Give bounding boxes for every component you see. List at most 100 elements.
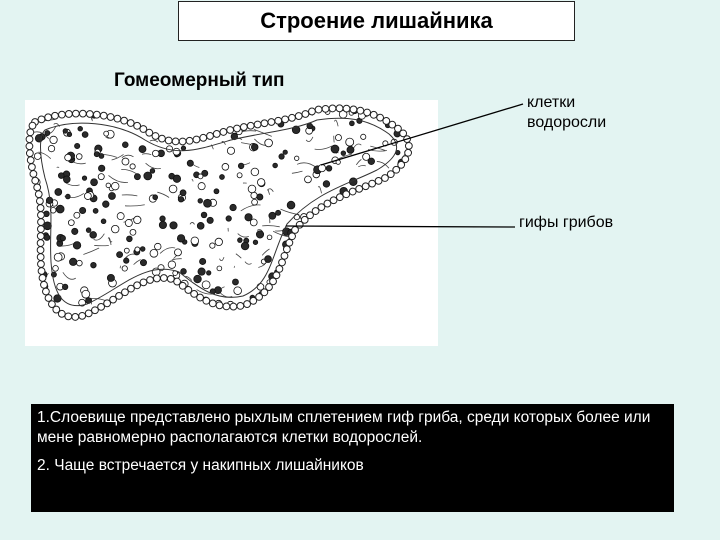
algae-cell bbox=[76, 259, 83, 267]
cortex-cell bbox=[178, 137, 187, 146]
algae-cell bbox=[219, 174, 225, 180]
algae-cell bbox=[49, 135, 58, 145]
cortex-cell bbox=[278, 258, 286, 267]
algae-cell bbox=[197, 173, 204, 180]
algae-cell bbox=[340, 150, 347, 156]
fungal-hypha bbox=[334, 119, 339, 127]
cortex-cell bbox=[260, 288, 269, 297]
algae-cell bbox=[81, 175, 88, 181]
cortex-cell bbox=[386, 170, 395, 179]
cortex-cell bbox=[229, 302, 238, 311]
thallus-interior bbox=[31, 108, 409, 316]
cortex-cell bbox=[151, 132, 160, 140]
algae-cell bbox=[59, 235, 66, 242]
cortex-cell bbox=[178, 281, 187, 290]
cortex-cell bbox=[321, 104, 330, 113]
algae-cell bbox=[44, 130, 51, 136]
algae-cell bbox=[81, 289, 91, 299]
cortex-cell bbox=[361, 182, 370, 191]
algae-cell bbox=[81, 131, 89, 138]
cortex-cell bbox=[404, 148, 413, 157]
cortex-cell bbox=[37, 267, 46, 275]
algae-cell bbox=[190, 236, 200, 246]
fungal-hypha bbox=[267, 189, 271, 195]
cortex-cell bbox=[99, 111, 108, 120]
fungal-hypha bbox=[296, 162, 317, 169]
cortex-cell bbox=[36, 239, 45, 247]
algae-cell bbox=[102, 200, 110, 208]
cortex-cell bbox=[222, 302, 231, 311]
algae-cell bbox=[129, 163, 136, 170]
algae-cell bbox=[149, 168, 156, 174]
algae-cell bbox=[201, 169, 209, 177]
algae-cell bbox=[286, 200, 296, 210]
algae-cell bbox=[214, 286, 222, 294]
cortex-cell bbox=[35, 197, 44, 205]
cortex-cell bbox=[84, 309, 93, 318]
algae-cell bbox=[98, 164, 106, 172]
algae-cell bbox=[334, 134, 342, 142]
fungal-hypha bbox=[291, 170, 303, 174]
cortex-cell bbox=[38, 274, 47, 282]
algae-cell bbox=[168, 184, 178, 194]
cortex-cell bbox=[274, 116, 283, 125]
algae-cell bbox=[79, 206, 87, 215]
cortex-cell bbox=[314, 105, 323, 114]
fungal-hypha bbox=[244, 261, 252, 265]
fungal-hypha bbox=[145, 162, 161, 170]
cortex-cell bbox=[120, 116, 129, 125]
cortex-cell bbox=[37, 115, 46, 124]
algae-cell bbox=[237, 237, 243, 243]
algae-cell bbox=[200, 211, 208, 219]
cortex-cell bbox=[103, 299, 112, 308]
algae-cell bbox=[335, 159, 341, 165]
cortex-cell bbox=[335, 104, 344, 113]
cortex-cell bbox=[164, 136, 173, 145]
cortex-cell bbox=[78, 109, 87, 118]
algae-cell bbox=[209, 242, 216, 249]
cortex-cell bbox=[190, 289, 199, 298]
algae-cell bbox=[232, 278, 239, 286]
fungal-hypha bbox=[370, 145, 386, 151]
cortex-cell bbox=[113, 114, 122, 123]
algae-cell bbox=[123, 257, 130, 264]
cortex-cell bbox=[285, 238, 294, 247]
cortex-cell bbox=[159, 274, 168, 282]
cortex-cell bbox=[37, 211, 45, 219]
fungal-hypha bbox=[159, 247, 176, 254]
algae-cell bbox=[33, 152, 42, 160]
cortex-cell bbox=[42, 287, 50, 296]
cortex-cell bbox=[48, 300, 56, 309]
cortex-cell bbox=[57, 309, 66, 318]
algae-cell bbox=[257, 178, 266, 187]
cortex-cell bbox=[369, 110, 378, 119]
cortex-cell bbox=[368, 179, 377, 188]
fungal-hypha bbox=[121, 169, 137, 175]
lichen-cross-section-figure bbox=[25, 100, 438, 346]
fungal-hypha bbox=[121, 154, 134, 159]
cortex-cell bbox=[91, 306, 99, 315]
algae-cell bbox=[294, 155, 300, 161]
algae-cell bbox=[54, 188, 63, 196]
title-box: Строение лишайника bbox=[178, 1, 575, 41]
cortex-cell bbox=[36, 204, 45, 212]
fungal-hypha bbox=[189, 222, 195, 225]
algae-cell bbox=[233, 286, 242, 295]
algae-cell bbox=[103, 130, 110, 137]
cortex-cell bbox=[269, 277, 277, 286]
algae-cell bbox=[93, 151, 100, 158]
cortex-cell bbox=[355, 184, 364, 193]
cortex-cell bbox=[236, 302, 245, 310]
algae-cell bbox=[252, 239, 259, 245]
fungal-hypha bbox=[108, 237, 113, 243]
algae-cell bbox=[193, 274, 202, 284]
cortex-cell bbox=[139, 125, 148, 133]
fungal-hypha bbox=[235, 253, 242, 259]
fungal-hypha bbox=[133, 259, 141, 265]
algae-cell bbox=[201, 280, 211, 290]
cortex-cell bbox=[342, 190, 351, 199]
cortex-cell bbox=[208, 299, 217, 308]
fungal-hypha bbox=[219, 256, 225, 262]
algae-cell bbox=[251, 198, 258, 206]
algae-cell bbox=[158, 220, 167, 230]
